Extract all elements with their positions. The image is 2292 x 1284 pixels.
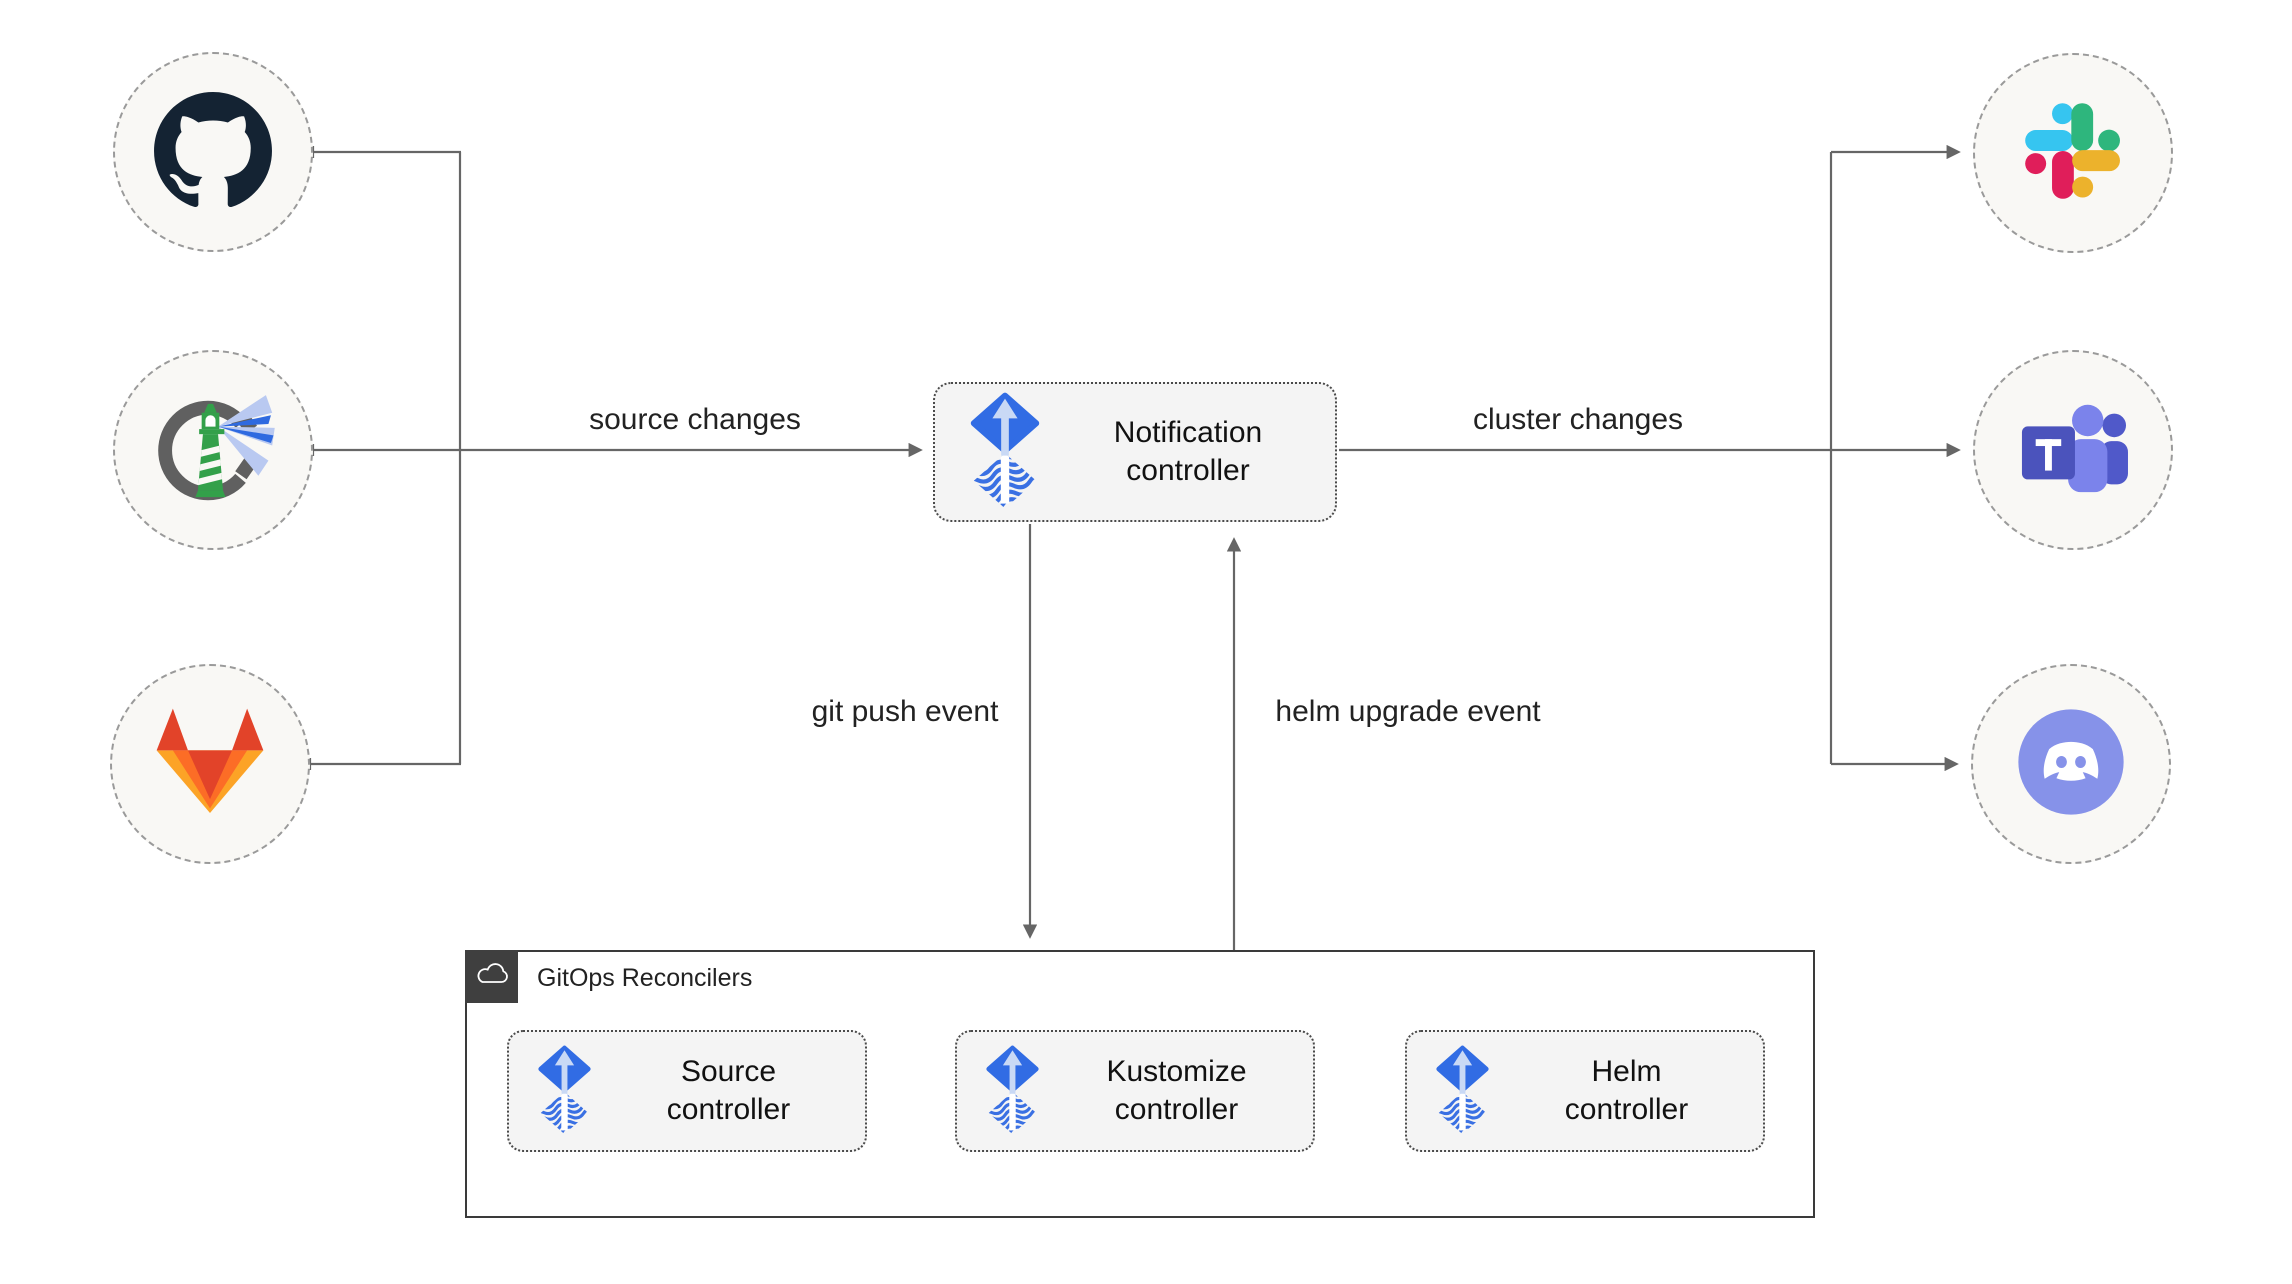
- flux-icon: [537, 1045, 592, 1137]
- discord-icon: [2015, 706, 2127, 823]
- cloud-icon: [474, 961, 510, 993]
- gitlab-icon: [146, 704, 274, 825]
- edge-label-source-changes: source changes: [589, 403, 801, 436]
- flux-icon: [969, 392, 1041, 512]
- teams-icon: [2012, 394, 2134, 507]
- slack-icon: [2021, 99, 2125, 208]
- source-node-harbor: [113, 350, 313, 550]
- notification-controller-node: Notification controller: [933, 382, 1337, 522]
- target-node-discord: [1971, 664, 2171, 864]
- notification-controller-label: Notification controller: [1113, 416, 1263, 487]
- flux-icon: [985, 1045, 1040, 1137]
- kustomize-controller-node: Kustomize controller: [955, 1030, 1315, 1152]
- container-badge: [465, 950, 518, 1003]
- gitops-reconcilers-container: GitOps Reconcilers Source controller Kus…: [465, 950, 1815, 1218]
- source-controller-label: Source controller: [666, 1055, 791, 1126]
- github-icon: [154, 92, 272, 212]
- flux-icon: [1435, 1045, 1490, 1137]
- source-controller-node: Source controller: [507, 1030, 867, 1152]
- kustomize-controller-label: Kustomize controller: [1106, 1055, 1247, 1126]
- edge-label-helm-upgrade-event: helm upgrade event: [1275, 695, 1541, 728]
- target-node-slack: [1973, 53, 2173, 253]
- container-title: GitOps Reconcilers: [537, 964, 753, 992]
- edge-label-git-push-event: git push event: [811, 695, 999, 728]
- harbor-icon: [150, 385, 276, 516]
- helm-controller-node: Helm controller: [1405, 1030, 1765, 1152]
- edge-label-cluster-changes: cluster changes: [1472, 403, 1684, 436]
- source-node-gitlab: [110, 664, 310, 864]
- target-node-teams: [1973, 350, 2173, 550]
- helm-controller-label: Helm controller: [1564, 1055, 1689, 1126]
- source-node-github: [113, 52, 313, 252]
